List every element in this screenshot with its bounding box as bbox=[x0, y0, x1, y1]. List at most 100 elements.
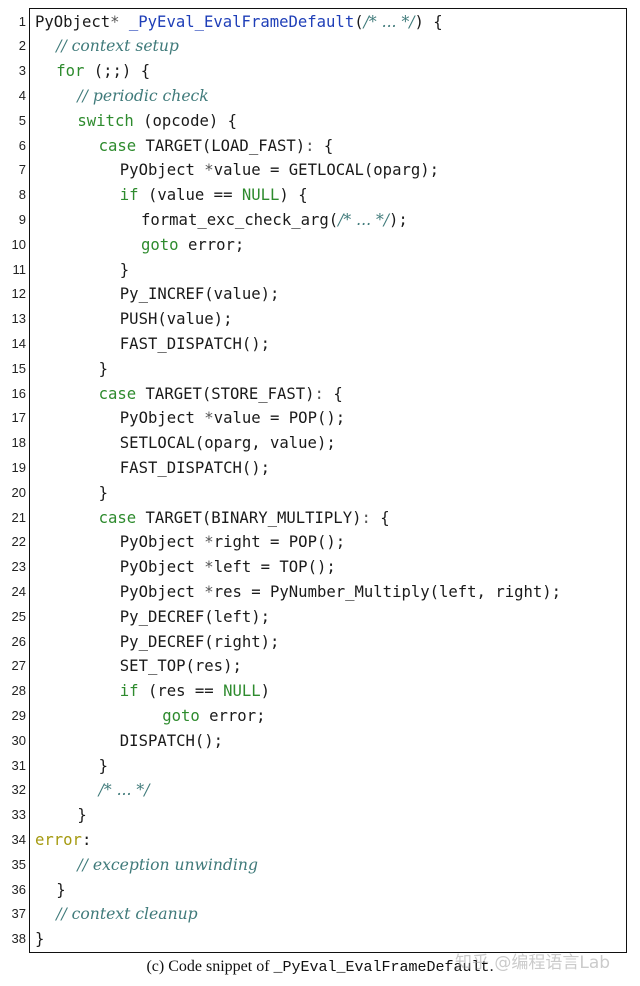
operator: * bbox=[204, 558, 214, 577]
keyword: case bbox=[98, 508, 137, 527]
line-number: 14 bbox=[11, 335, 26, 351]
code-line: case TARGET(LOAD_FAST): { bbox=[99, 134, 334, 159]
keyword: case bbox=[98, 384, 137, 403]
code-text: { bbox=[370, 508, 390, 527]
code-line: if (value == NULL) { bbox=[120, 183, 308, 208]
line-number: 18 bbox=[11, 435, 26, 451]
code-text: SET_TOP(res); bbox=[119, 657, 242, 676]
code-text: TARGET(STORE_FAST) bbox=[136, 384, 315, 403]
watermark: 知乎 @编程语言Lab bbox=[455, 953, 611, 973]
line-number: 36 bbox=[11, 881, 26, 897]
line-number: 11 bbox=[12, 261, 27, 277]
code-line: goto error; bbox=[162, 704, 265, 729]
code-text: PyObject bbox=[119, 582, 205, 601]
code-text: error; bbox=[178, 235, 245, 254]
code-text: Py_DECREF(right); bbox=[119, 632, 280, 651]
line-number: 26 bbox=[11, 633, 26, 649]
code-line: SETLOCAL(oparg, value); bbox=[120, 431, 336, 456]
code-line: SET_TOP(res); bbox=[120, 654, 242, 679]
line-number: 27 bbox=[11, 658, 26, 674]
line-number: 28 bbox=[11, 683, 26, 699]
code-text: DISPATCH(); bbox=[119, 731, 224, 750]
code-text: PyObject bbox=[119, 409, 205, 428]
code-line: // context setup bbox=[56, 34, 179, 59]
code-text: PUSH(value); bbox=[119, 310, 233, 329]
code-line: // periodic check bbox=[77, 84, 208, 109]
code-line: PyObject *value = GETLOCAL(oparg); bbox=[120, 158, 439, 183]
code-line: /* ... */ bbox=[99, 778, 150, 803]
line-number: 8 bbox=[18, 187, 26, 203]
code-text: { bbox=[323, 384, 343, 403]
operator: * bbox=[204, 409, 214, 428]
line-number: 9 bbox=[18, 211, 26, 227]
code-text: PyObject bbox=[119, 558, 205, 577]
line-number: 34 bbox=[11, 831, 26, 847]
line-number: 10 bbox=[11, 236, 26, 252]
code-text: left = TOP(); bbox=[213, 558, 336, 577]
code-text: PyObject bbox=[119, 161, 205, 180]
line-number: 12 bbox=[11, 286, 26, 302]
line-number: 31 bbox=[11, 757, 26, 773]
code-text: FAST_DISPATCH(); bbox=[119, 334, 271, 353]
code-line: Py_DECREF(left); bbox=[120, 605, 270, 630]
comment: // periodic check bbox=[77, 86, 209, 105]
line-number: 1 bbox=[18, 13, 26, 29]
line-number: 23 bbox=[11, 559, 26, 575]
code-line: } bbox=[99, 481, 108, 506]
code-text: } bbox=[56, 880, 66, 899]
line-number: 38 bbox=[11, 931, 26, 947]
comment: /* ... */ bbox=[98, 781, 150, 800]
line-number: 22 bbox=[11, 534, 26, 550]
operator: * bbox=[204, 533, 214, 552]
code-text: ); bbox=[389, 210, 408, 229]
code-line: for (;;) { bbox=[56, 59, 150, 84]
code-line: PyObject *res = PyNumber_Multiply(left, … bbox=[120, 580, 561, 605]
code-line: switch (opcode) { bbox=[77, 109, 237, 134]
code-line: } bbox=[56, 878, 65, 903]
line-number: 30 bbox=[11, 732, 26, 748]
code-line: // exception unwinding bbox=[77, 853, 258, 878]
keyword: case bbox=[98, 136, 137, 155]
comment: // exception unwinding bbox=[77, 855, 258, 874]
code-line: error: bbox=[35, 828, 91, 853]
code-text: (value == bbox=[138, 186, 242, 205]
function-name: _PyEval_EvalFrameDefault bbox=[128, 12, 355, 31]
code-line: goto error; bbox=[141, 233, 244, 258]
code-text: (;;) { bbox=[84, 62, 151, 81]
code-text: value = POP(); bbox=[213, 409, 346, 428]
operator: : bbox=[361, 508, 371, 527]
code-text: (res == bbox=[138, 682, 224, 701]
code-text: } bbox=[77, 806, 87, 825]
line-number: 2 bbox=[18, 38, 26, 54]
line-number: 3 bbox=[18, 63, 26, 79]
operator: : bbox=[305, 136, 315, 155]
line-number: 4 bbox=[18, 87, 26, 103]
code-text: TARGET(LOAD_FAST) bbox=[136, 136, 306, 155]
code-line: } bbox=[99, 357, 108, 382]
code-line: } bbox=[99, 754, 108, 779]
code-line: } bbox=[77, 803, 86, 828]
caption-prefix: (c) Code snippet of bbox=[146, 958, 274, 975]
comment: /* ... */ bbox=[338, 210, 390, 229]
code-text: ) { bbox=[279, 186, 308, 205]
line-number: 20 bbox=[11, 484, 26, 500]
code-text: PyObject bbox=[119, 533, 205, 552]
code-text: ( bbox=[354, 12, 364, 31]
comment: /* ... */ bbox=[363, 12, 415, 31]
keyword: if bbox=[119, 186, 139, 205]
code-line: DISPATCH(); bbox=[120, 729, 223, 754]
keyword: if bbox=[119, 682, 139, 701]
code-text: } bbox=[98, 359, 108, 378]
code-line: format_exc_check_arg(/* ... */); bbox=[141, 208, 408, 233]
code-text: Py_INCREF(value); bbox=[119, 285, 280, 304]
line-number: 19 bbox=[11, 459, 26, 475]
line-number: 29 bbox=[11, 707, 26, 723]
line-number: 5 bbox=[18, 112, 26, 128]
comment: // context cleanup bbox=[56, 905, 198, 924]
code-line: Py_INCREF(value); bbox=[120, 282, 280, 307]
operator: * bbox=[204, 582, 214, 601]
operator: * bbox=[204, 161, 214, 180]
code-text: } bbox=[35, 930, 45, 949]
